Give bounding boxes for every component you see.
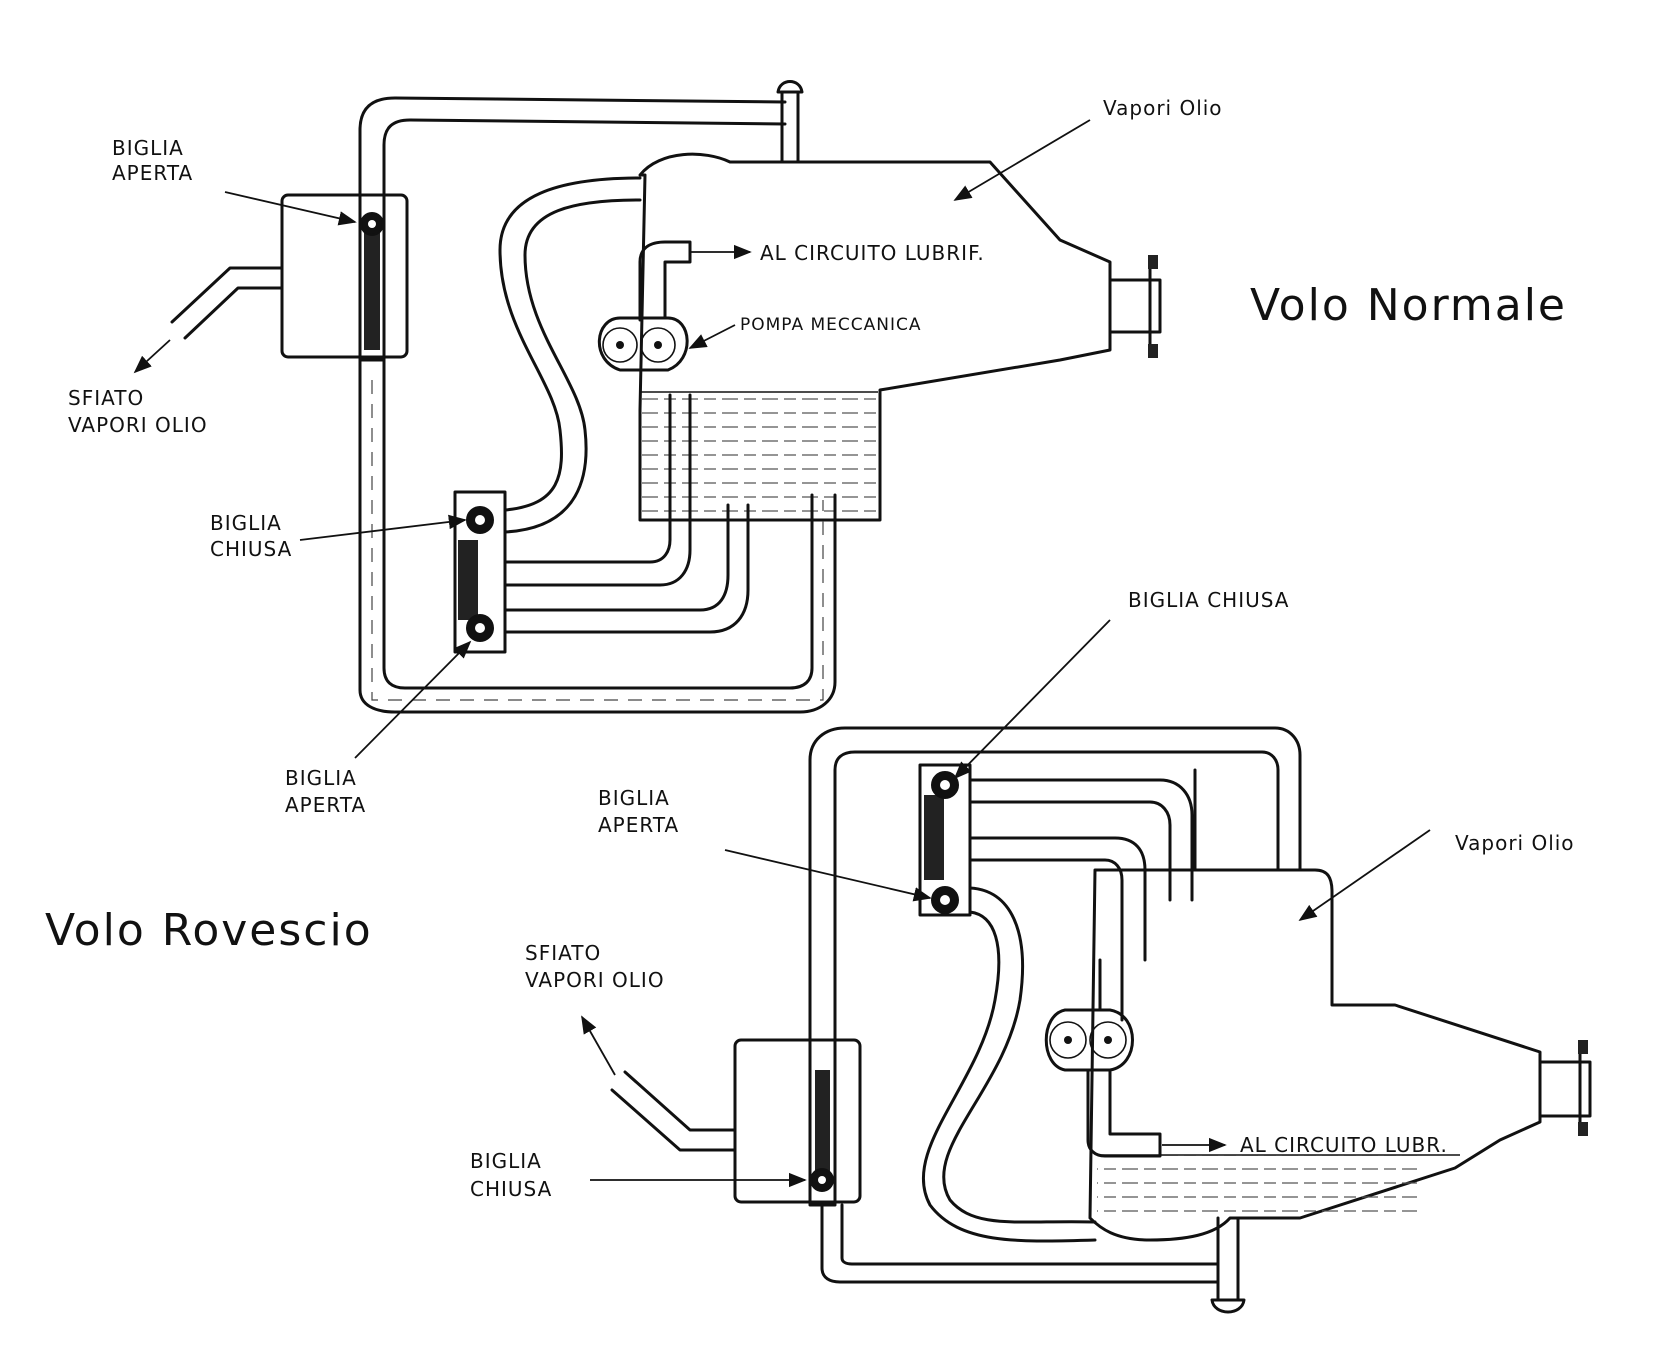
biglia-aperta-arrow-top <box>224 191 357 226</box>
label-sfiato-bottom-1: SFIATO <box>525 941 601 965</box>
top-loop-bottom-outer <box>808 726 1302 1042</box>
flange-top <box>1108 278 1162 334</box>
filler-neck-bottom <box>1216 1216 1240 1302</box>
return-line-bottom-outer <box>820 1203 1220 1284</box>
filler-cap-bottom <box>1210 1298 1246 1314</box>
flange-bolt-bottom-2 <box>1578 1122 1588 1136</box>
pump-gear-bottom-left <box>1049 1021 1087 1059</box>
flange-bottom <box>1538 1060 1592 1118</box>
label-pompa-top: POMPA MECCANICA <box>740 315 922 335</box>
pompa-arrow-top <box>688 324 736 349</box>
label-biglia-aperta-top-1: BIGLIA <box>112 136 184 160</box>
pump-gear-bottom-right <box>1089 1021 1127 1059</box>
valve-block-top <box>453 490 507 654</box>
sfiato-pipe-top-a <box>170 266 284 324</box>
main-tank-bottom <box>1088 868 1542 1242</box>
sfiato-pipe-bottom-a <box>623 1070 737 1132</box>
label-sfiato-top-2: VAPORI OLIO <box>68 413 208 437</box>
filler-neck-top <box>780 90 800 164</box>
label-vapori-olio-bottom: Vapori Olio <box>1455 831 1575 855</box>
valve-pipe-bottom-1a <box>968 778 1194 902</box>
valve-pipe-top-2a <box>503 503 730 612</box>
title-volo-rovescio: Volo Rovescio <box>45 905 373 956</box>
top-loop-bottom-inner <box>833 750 1280 1042</box>
label-biglia-chiusa-top-bottom: BIGLIA CHIUSA <box>1128 588 1290 612</box>
valve-pipe-top-1b <box>503 393 692 587</box>
label-biglia-chiusa-top-1: BIGLIA <box>210 511 282 535</box>
sfiato-pipe-bottom-b <box>610 1088 737 1152</box>
label-al-circuito-bottom: AL CIRCUITO LUBR. <box>1240 1133 1448 1157</box>
label-biglia-chiusa-top-2: CHIUSA <box>210 537 292 561</box>
valve-block-bottom <box>918 763 972 917</box>
s-pipe-bottom-outer <box>942 886 1097 1224</box>
separator-bottom <box>733 1038 862 1204</box>
sfiato-pipe-top-b <box>183 286 284 340</box>
valve-pipe-bottom-1b <box>968 800 1172 902</box>
vapori-arrow-top <box>953 119 1091 201</box>
biglia-aperta-low-arrow-top <box>354 640 472 759</box>
vent-pipe-top-outer <box>358 96 787 197</box>
sfiato-arrow-top <box>133 339 171 374</box>
biglia-chiusa-top-arrow-bottom <box>953 619 1111 780</box>
valve-pipe-bottom-2b <box>968 858 1124 962</box>
s-pipe-top-outer <box>498 176 642 512</box>
return-line-bottom-inner <box>840 1203 1220 1266</box>
flange-bolt-top-2 <box>1148 344 1158 358</box>
pump-outlet-pipe-top <box>638 240 692 322</box>
oil-liquid-bottom <box>1097 1155 1417 1215</box>
label-al-circuito-top: AL CIRCUITO LUBRIF. <box>760 241 985 265</box>
separator-tube-top <box>358 193 386 362</box>
valve-hatch-top <box>458 540 478 620</box>
label-biglia-aperta-top-2: APERTA <box>112 161 193 185</box>
separator-ball-channel-bottom <box>815 1070 830 1180</box>
label-biglia-aperta-bottom-2: APERTA <box>598 813 679 837</box>
label-biglia-aperta-low-top-1: BIGLIA <box>285 766 357 790</box>
s-pipe-top-inner <box>503 198 642 534</box>
pump-gear-top-right <box>640 327 676 363</box>
label-biglia-aperta-low-top-2: APERTA <box>285 793 366 817</box>
flange-bolt-top-1 <box>1148 255 1158 269</box>
normal-flight-diagram: BIGLIA APERTA Vapori Olio AL CIRCUITO LU… <box>68 80 1567 817</box>
separator-top <box>280 193 409 359</box>
valve-pipe-bottom-2a <box>968 836 1147 962</box>
main-tank-top <box>638 152 1112 522</box>
label-biglia-aperta-bottom-1: BIGLIA <box>598 786 670 810</box>
label-vapori-olio-top: Vapori Olio <box>1103 96 1223 120</box>
return-line-top-inner <box>382 355 814 690</box>
vent-pipe-top-inner <box>382 118 787 197</box>
valve-pipe-top-2b <box>503 503 750 634</box>
sfiato-arrow-bottom <box>581 1015 616 1076</box>
valve-pipe-top-1a <box>503 393 672 564</box>
s-pipe-bottom-inner <box>922 910 1097 1243</box>
inverted-flight-diagram: BIGLIA CHIUSA BIGLIA APERTA Vapori Olio … <box>45 588 1592 1314</box>
label-sfiato-top-1: SFIATO <box>68 386 144 410</box>
biglia-aperta-arrow-bottom <box>724 849 932 902</box>
pump-gear-top-left <box>602 327 638 363</box>
vapori-arrow-bottom <box>1298 829 1431 922</box>
label-sfiato-bottom-2: VAPORI OLIO <box>525 968 665 992</box>
flange-bolt-bottom-1 <box>1578 1040 1588 1054</box>
filler-cap-top <box>776 80 804 94</box>
label-biglia-chiusa-bottom-1: BIGLIA <box>470 1149 542 1173</box>
return-line-top-outer <box>358 355 837 714</box>
biglia-chiusa-arrow-top <box>299 514 467 541</box>
pump-outlet-bottom <box>1086 1068 1162 1158</box>
valve-hatch-bottom <box>924 795 944 880</box>
pump-inlet-bottom <box>1098 958 1124 1022</box>
separator-ball-channel-top <box>364 222 380 350</box>
pump-body-top <box>597 316 689 372</box>
return-line-top-oil <box>371 380 824 701</box>
label-biglia-chiusa-bottom-2: CHIUSA <box>470 1177 552 1201</box>
oil-liquid-top <box>640 392 878 518</box>
title-volo-normale: Volo Normale <box>1250 280 1567 331</box>
